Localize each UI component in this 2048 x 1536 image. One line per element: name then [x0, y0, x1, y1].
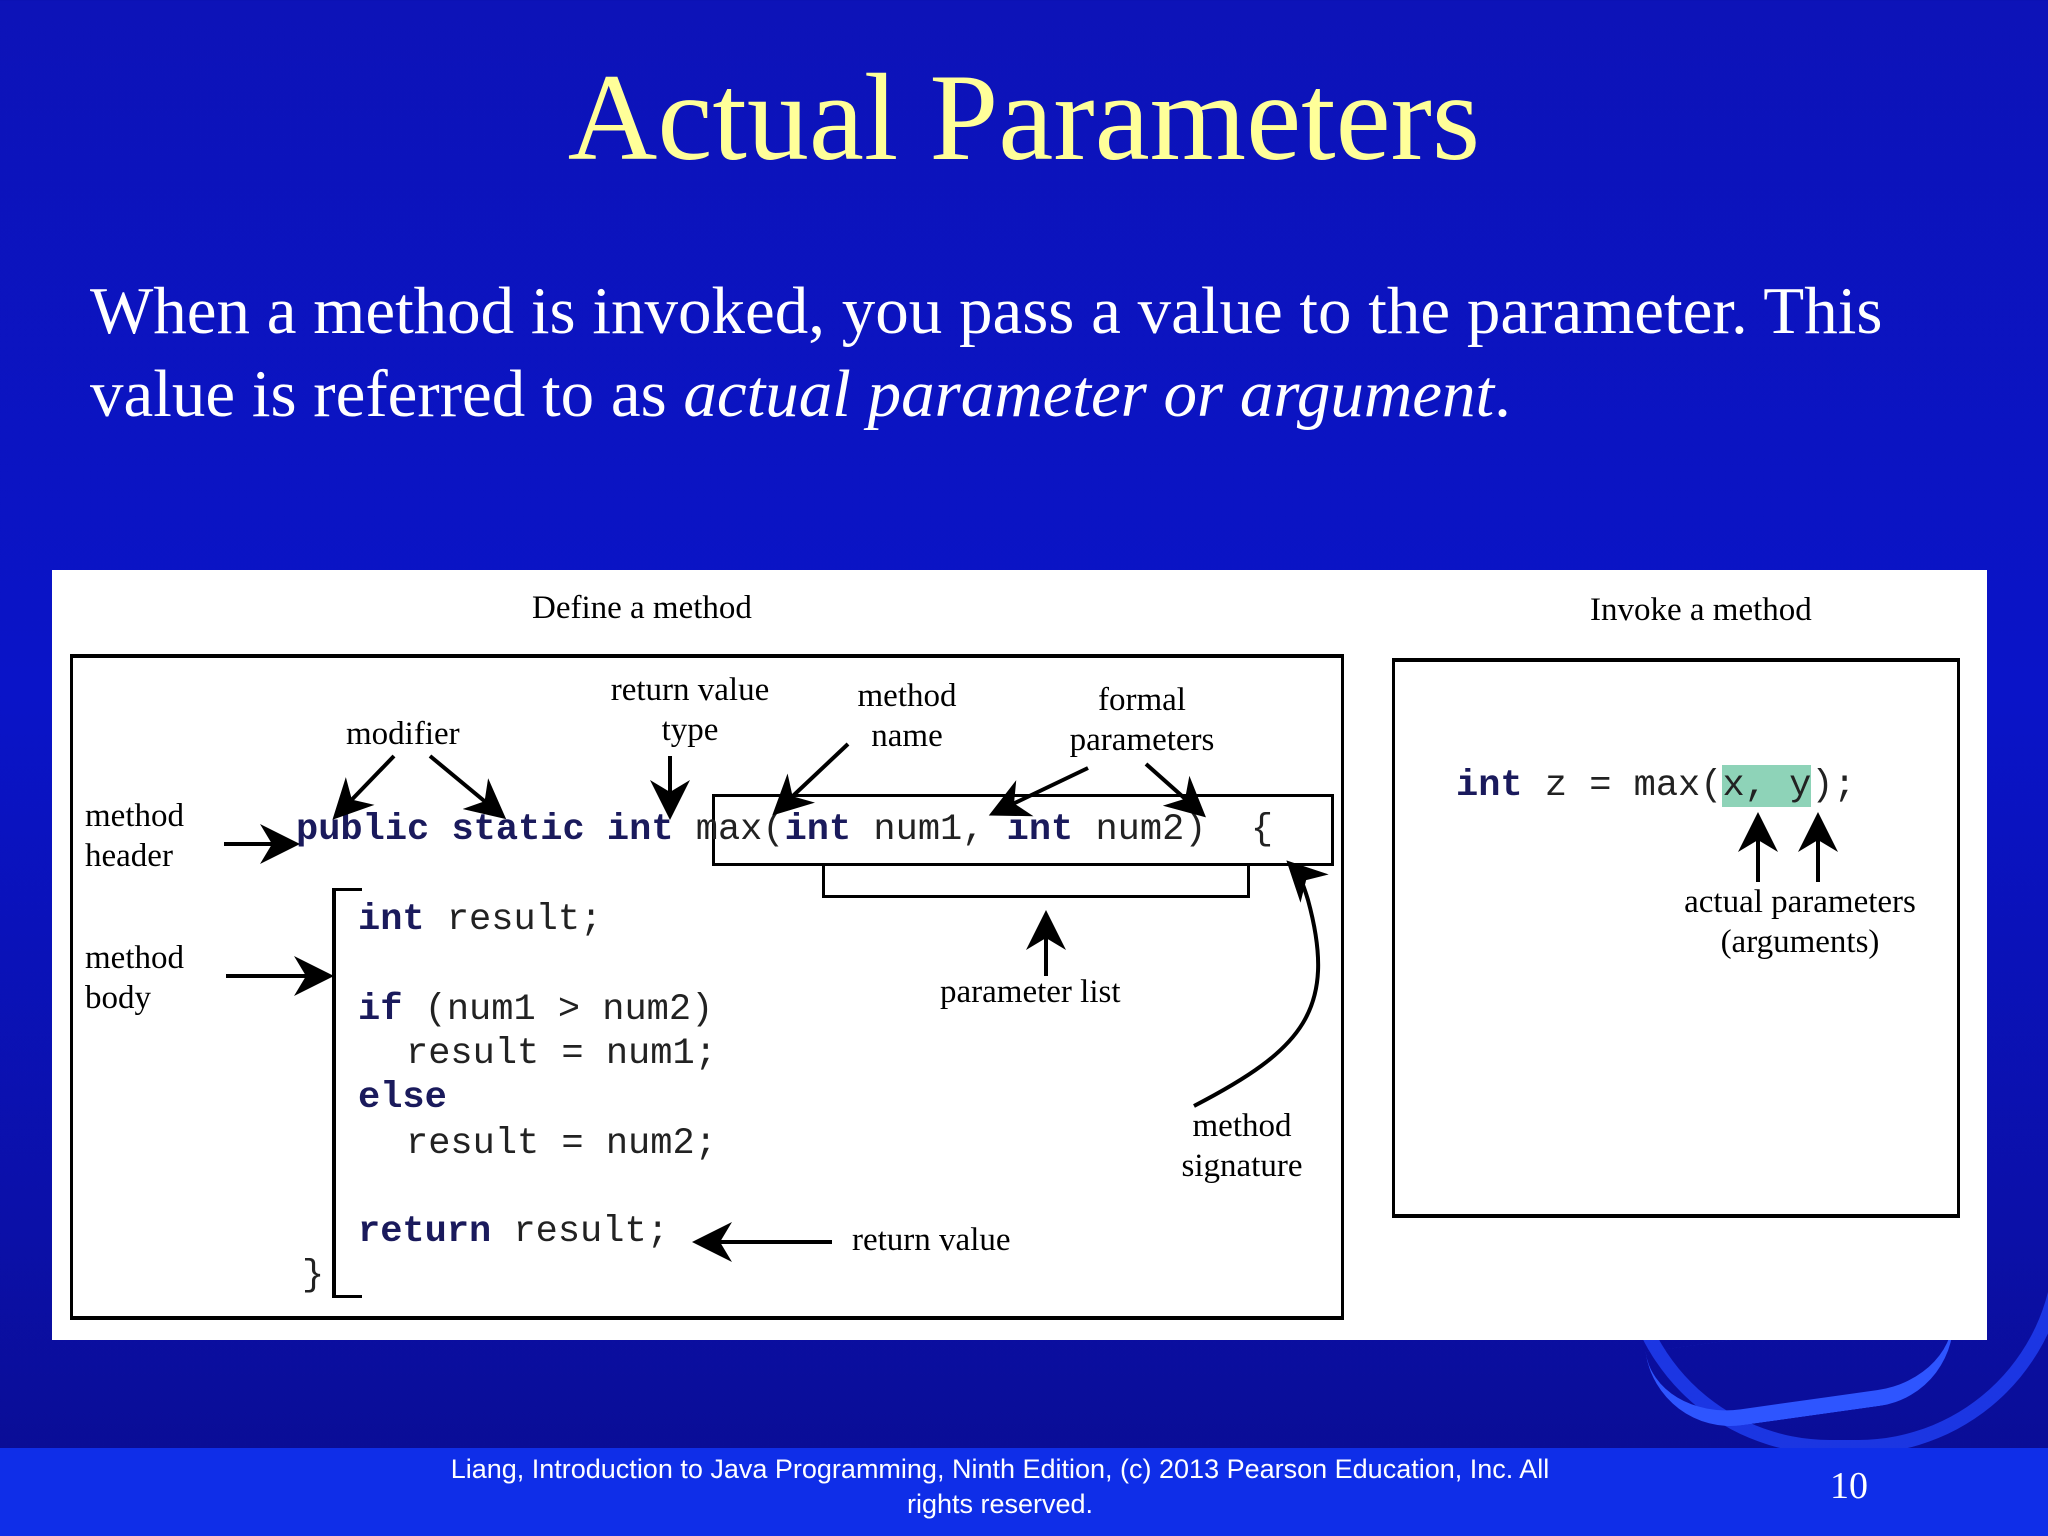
- footer-band: [0, 1448, 2048, 1536]
- method-header-line1: method: [85, 798, 184, 834]
- define-method-heading: Define a method: [532, 590, 752, 626]
- keyword-else: else: [358, 1077, 447, 1119]
- invoke-lhs-text: z = max(: [1522, 765, 1723, 807]
- paragraph-text-2: .: [1494, 357, 1511, 431]
- parameter-list-bracket: [822, 866, 1250, 898]
- keyword-int-param1: int: [784, 809, 852, 851]
- code-line-return: return result;: [358, 1210, 669, 1254]
- actual-parameters-label: actual parameters (arguments): [1650, 882, 1950, 962]
- slide-paragraph: When a method is invoked, you pass a val…: [90, 270, 1970, 436]
- invoke-method-heading: Invoke a method: [1590, 592, 1812, 628]
- method-body-line1: method: [85, 940, 184, 976]
- slide-footer: Liang, Introduction to Java Programming,…: [450, 1454, 1550, 1519]
- page-number: 10: [1830, 1465, 1868, 1507]
- method-name-code: max(: [695, 809, 785, 851]
- actual-parameters-line1: actual parameters: [1684, 884, 1916, 920]
- invoke-keyword-int: int: [1456, 765, 1523, 807]
- formal-parameters-line1: formal: [1098, 682, 1186, 718]
- define-method-frame: [70, 654, 1344, 1320]
- invoke-arguments-highlight: x, y: [1722, 765, 1812, 807]
- keyword-return: return: [358, 1211, 492, 1253]
- method-name-line1: method: [857, 678, 957, 714]
- modifier-arrow-static: [428, 754, 507, 820]
- return-value-type-line2: type: [661, 712, 719, 748]
- keyword-if: if: [358, 989, 403, 1031]
- method-signature-arrow: [1193, 860, 1329, 1108]
- formal-param-arrow1: [988, 766, 1089, 817]
- actual-parameters-line2: (arguments): [1720, 924, 1880, 960]
- method-name-label: method name: [832, 676, 982, 756]
- paragraph-emphasis: actual parameter or argument: [683, 357, 1495, 431]
- code-line-else: else: [358, 1076, 447, 1120]
- method-signature-line2: signature: [1181, 1148, 1303, 1184]
- invoke-end-text: );: [1811, 765, 1856, 807]
- return-expr-text: result;: [491, 1211, 669, 1253]
- param-num1: num1,: [851, 809, 1007, 851]
- formal-parameters-line2: parameters: [1069, 722, 1215, 758]
- code-line-close-brace: }: [302, 1255, 325, 1297]
- diagram-arrows: [224, 742, 1838, 1262]
- method-diagram-panel: Define a method Invoke a method modifier…: [52, 570, 1987, 1340]
- modifier-arrow-public: [332, 754, 396, 820]
- method-header-code: public static int max(int num1, int num2…: [296, 808, 1273, 852]
- return-value-type-line1: return value: [610, 672, 770, 708]
- method-header-line2: header: [85, 838, 173, 874]
- method-signature-line1: method: [1192, 1108, 1292, 1144]
- code-line-result-decl: int result;: [358, 898, 602, 942]
- parameter-list-label: parameter list: [940, 974, 1121, 1010]
- method-body-line2: body: [85, 980, 151, 1016]
- open-brace: {: [1250, 809, 1274, 851]
- paragraph-text-1: When a method is invoked, you pass a val…: [90, 274, 1883, 431]
- if-condition-text: (num1 > num2): [402, 989, 714, 1031]
- method-body-bracket: [332, 888, 362, 1298]
- return-value-type-label: return value type: [590, 670, 790, 750]
- code-line-assign2: result = num2;: [406, 1123, 717, 1165]
- invoke-method-frame: [1392, 658, 1960, 1218]
- return-value-label: return value: [852, 1222, 1011, 1258]
- slide-title: Actual Parameters: [567, 49, 1481, 186]
- method-name-arrow: [772, 742, 850, 816]
- method-name-line2: name: [871, 718, 943, 754]
- method-signature-label: method signature: [1122, 1106, 1362, 1186]
- invoke-code-line: int z = max(x, y);: [1456, 764, 1856, 808]
- result-decl-text: result;: [424, 899, 603, 941]
- code-line-assign1: result = num1;: [406, 1033, 717, 1075]
- method-body-label: method body: [85, 938, 184, 1018]
- method-header-label: method header: [85, 796, 184, 876]
- modifier-label: modifier: [346, 716, 460, 752]
- formal-parameters-label: formal parameters: [1042, 680, 1242, 760]
- code-line-if: if (num1 > num2): [358, 988, 713, 1032]
- formal-param-arrow2: [1144, 762, 1206, 818]
- keyword-int-result: int: [358, 899, 425, 941]
